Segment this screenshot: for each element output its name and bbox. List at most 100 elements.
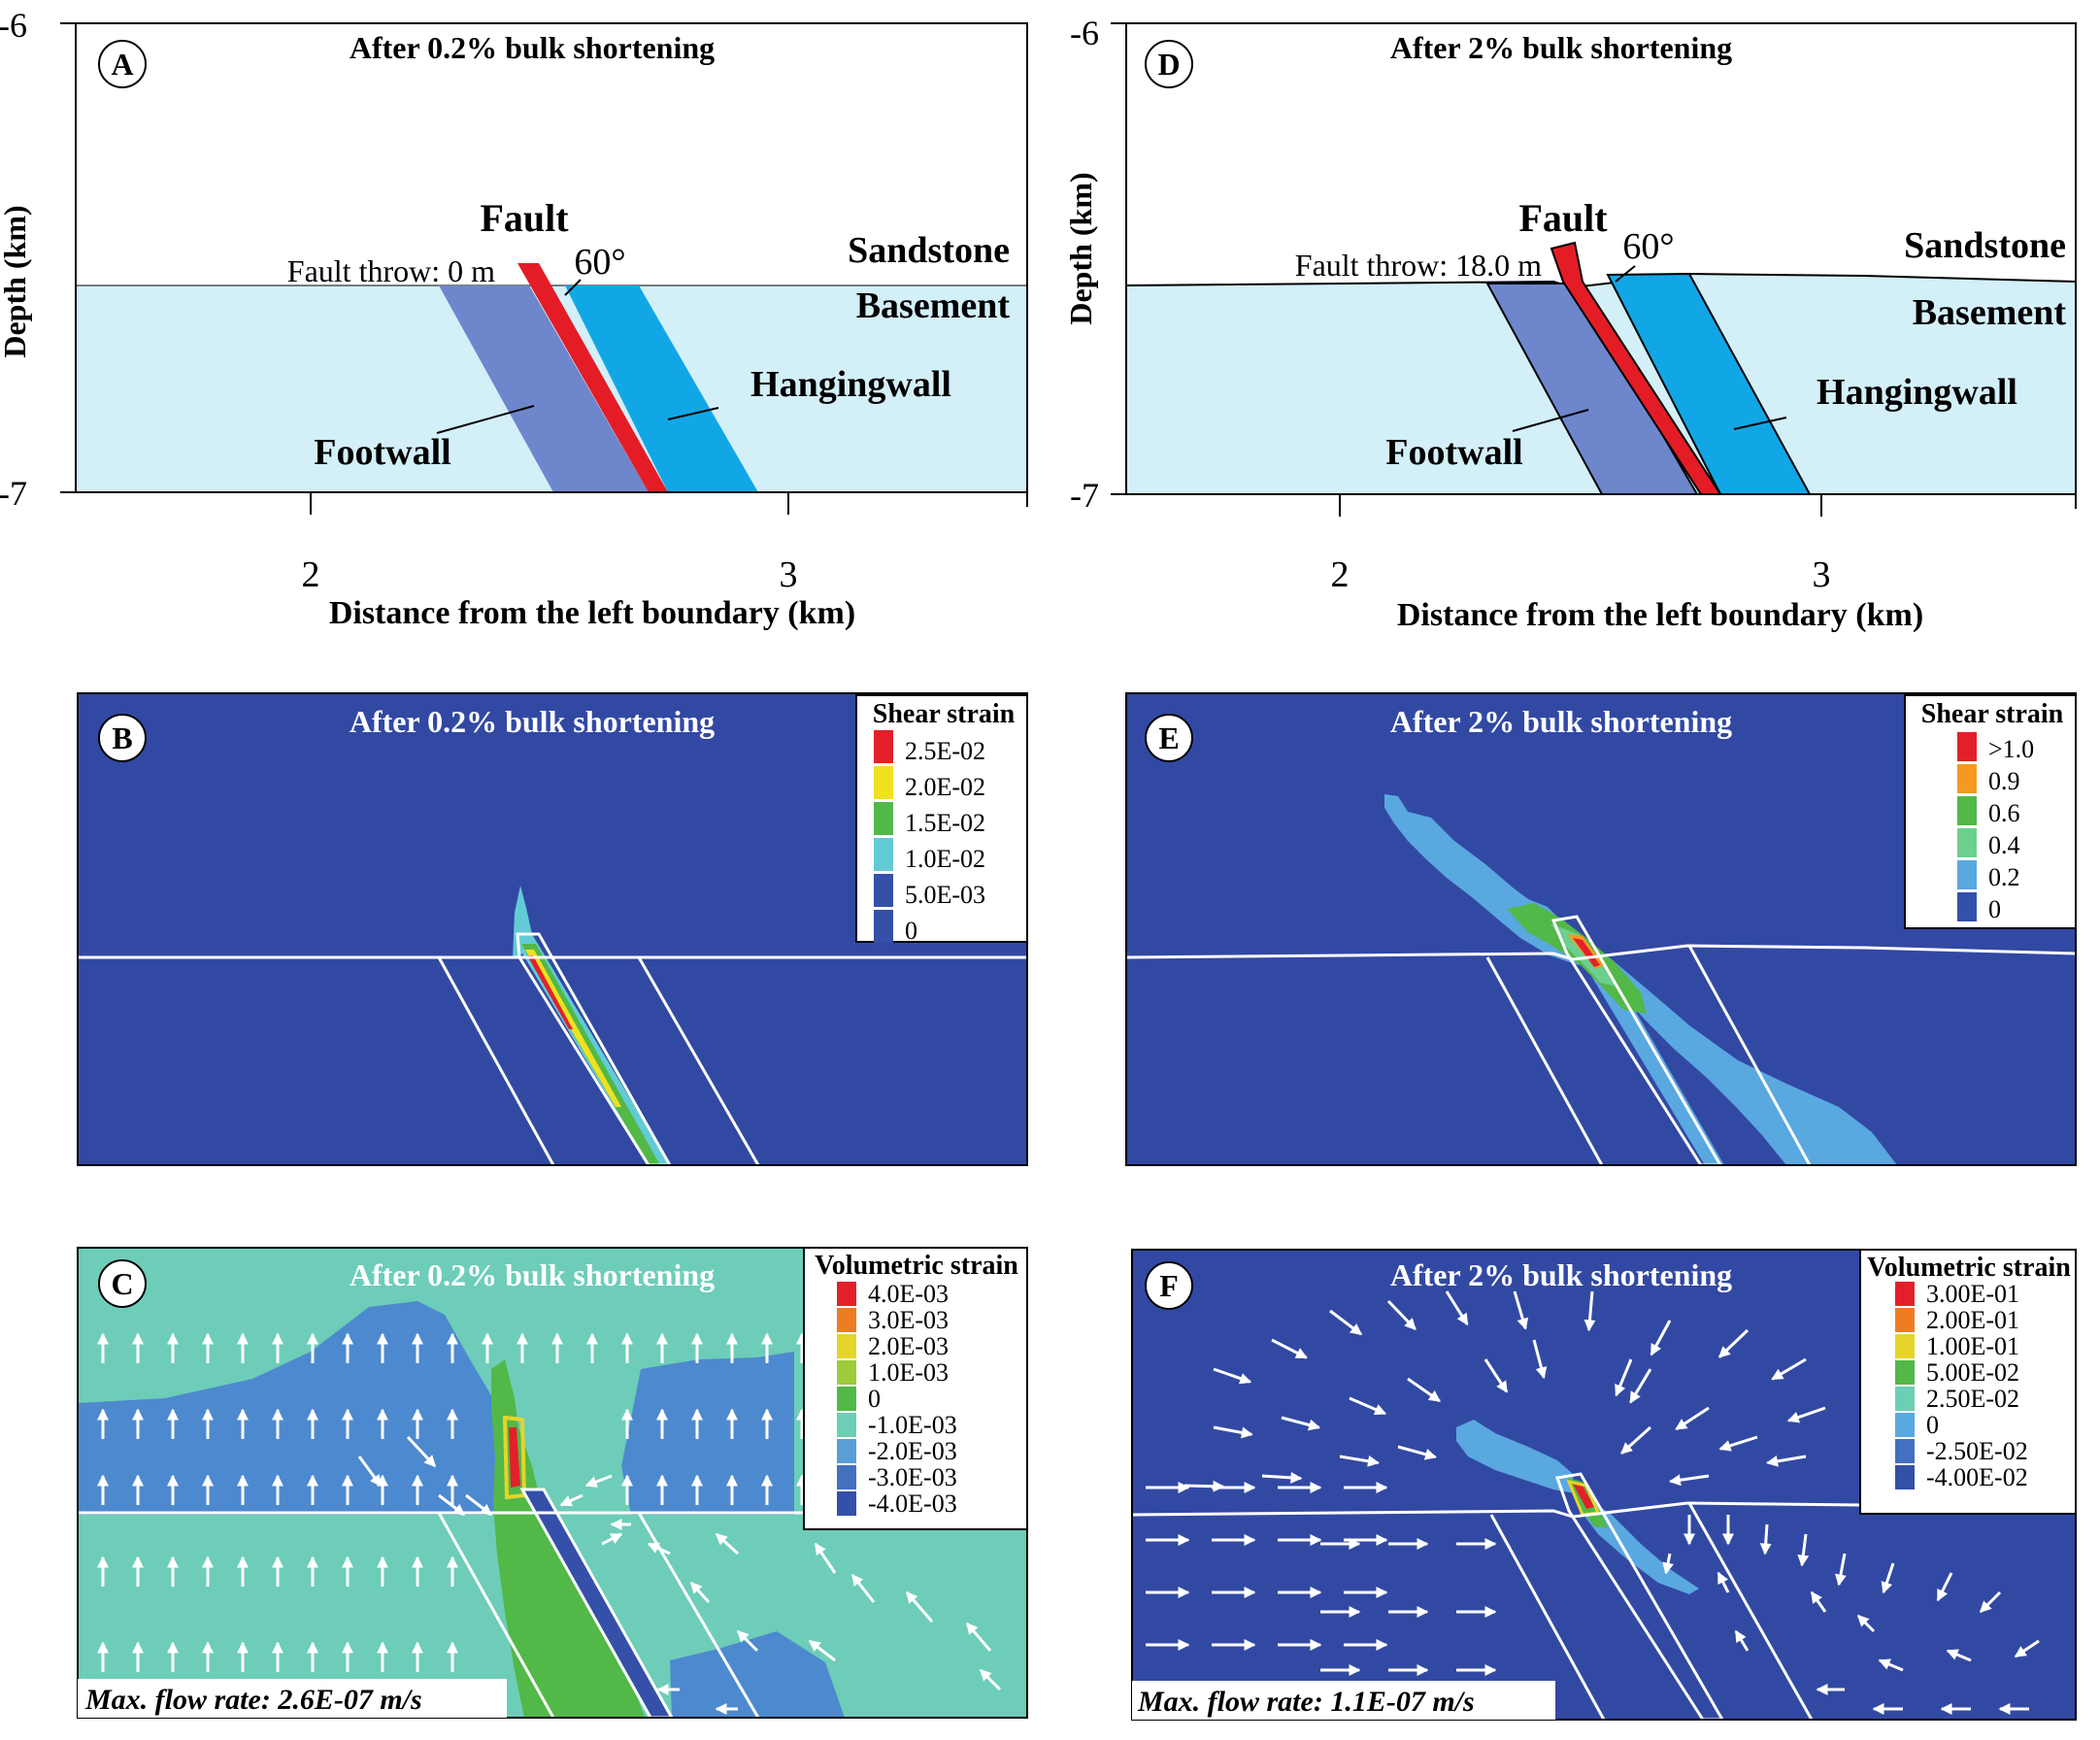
flow-arrow	[1329, 1309, 1363, 1336]
panel-e-letter-circle	[1145, 714, 1193, 762]
angle-label: 60°	[574, 242, 625, 283]
legend-swatch	[874, 766, 893, 799]
legend-label: -2.50E-02	[1926, 1437, 2028, 1465]
compaction-zone-right-lower	[670, 1631, 845, 1718]
legend-label: 1.00E-01	[1926, 1332, 2019, 1360]
flow-arrow	[1936, 1572, 1953, 1602]
x-axis-label: Distance from the left boundary (km)	[1397, 597, 1923, 633]
legend-swatch	[837, 1334, 856, 1358]
panel-a-border	[75, 22, 1028, 493]
footwall-outline	[437, 1512, 555, 1718]
legend-swatch	[1895, 1360, 1915, 1385]
legend-label: 0	[868, 1385, 881, 1413]
x-tick-label-3: 3	[780, 554, 798, 595]
legend-swatch	[837, 1282, 856, 1306]
legend-label: 0	[1926, 1411, 1939, 1439]
legend-swatch	[874, 802, 893, 835]
flow-arrow	[1407, 1377, 1442, 1403]
legend-swatch	[1895, 1439, 1915, 1463]
flow-arrow	[979, 1668, 1002, 1691]
hangingwall-outline	[637, 956, 760, 1165]
legend-swatch	[874, 730, 893, 763]
flow-arrow	[1445, 1290, 1469, 1326]
footwall-outline	[1489, 1514, 1606, 1720]
legend-swatch	[1957, 796, 1977, 825]
panel-a-letter-circle	[98, 40, 147, 88]
legend-label: -4.0E-03	[868, 1489, 957, 1518]
flow-arrow	[1856, 1614, 1876, 1633]
legend-label: 0.9	[1988, 767, 2020, 795]
fault-throw-label: Fault throw: 0 m	[287, 253, 495, 288]
legend-label: 2.5E-02	[905, 737, 985, 765]
flow-arrow	[465, 1493, 493, 1517]
legend-swatch	[874, 910, 893, 943]
legend-label: 0	[1988, 895, 2001, 923]
flow-arrow	[689, 1581, 711, 1604]
panel-b-letter-circle	[98, 714, 147, 762]
flow-arrow	[1261, 1471, 1303, 1484]
flow-arrow	[1718, 1435, 1758, 1452]
panel-c-legend: Volumetric strain 4.0E-033.0E-032.0E-031…	[803, 1247, 1028, 1530]
y-axis-label: Depth (km)	[0, 205, 32, 357]
basement-label: Basement	[1913, 292, 2067, 333]
legend-swatch	[1957, 860, 1977, 889]
legend-label: 1.0E-03	[868, 1358, 949, 1387]
footwall-leader	[436, 405, 535, 434]
panel-b-legend: Shear strain 2.5E-022.0E-021.5E-021.0E-0…	[855, 694, 1028, 945]
legend-label: 5.0E-03	[905, 881, 985, 909]
legend-swatch	[837, 1413, 856, 1437]
legend-title: Shear strain	[873, 699, 1016, 729]
panel-d-letter-circle	[1145, 40, 1193, 88]
panel-a: A After 0.2% bulk shortening Fault 60° F…	[0, 6, 1028, 631]
panel-f-letter-circle	[1145, 1261, 1193, 1310]
hangingwall-leader	[1733, 417, 1787, 430]
footwall-block	[439, 285, 649, 492]
panel-d-letter: D	[1157, 47, 1180, 82]
legend-swatch	[1895, 1387, 1915, 1411]
legend-box	[1904, 694, 2077, 929]
panel-d-title: After 2% bulk shortening	[1390, 30, 1732, 65]
flow-arrow	[1629, 1368, 1652, 1404]
hangingwall-block	[565, 285, 758, 492]
flow-arrow	[1183, 1480, 1225, 1492]
flow-arrow	[1810, 1590, 1827, 1613]
flow-arrow	[736, 1629, 759, 1653]
panel-c: C After 0.2% bulk shortening Max. flow r…	[77, 1247, 1028, 1719]
panel-f: F After 2% bulk shortening Max. flow rat…	[1131, 1249, 2077, 1721]
fault-outline	[1550, 915, 1722, 1165]
flow-arrow	[1483, 1358, 1509, 1393]
flow-arrow	[1620, 1425, 1652, 1455]
shear-zone-lower-lobe	[1573, 932, 1897, 1165]
panel-a-title: After 0.2% bulk shortening	[350, 30, 715, 65]
flow-arrow	[808, 1639, 836, 1662]
legend-label: -3.0E-03	[868, 1463, 957, 1491]
flow-arrow	[1675, 1406, 1710, 1431]
flow-arrow	[601, 1532, 623, 1546]
legend-swatch	[1957, 828, 1977, 857]
panel-e-title: After 2% bulk shortening	[1390, 704, 1732, 739]
legend-label: 4.0E-03	[868, 1280, 949, 1308]
flow-arrow	[357, 1456, 383, 1488]
flow-arrow	[1513, 1290, 1529, 1330]
legend-label: 3.00E-01	[1926, 1280, 2019, 1308]
legend-swatch	[874, 874, 893, 907]
legend-label: -4.00E-02	[1926, 1463, 2028, 1491]
dilation-zone-upper	[1456, 1420, 1575, 1493]
dilation-peak	[509, 1427, 520, 1488]
panel-b-title: After 0.2% bulk shortening	[350, 704, 715, 739]
flow-arrow	[1835, 1553, 1847, 1587]
legend-swatch	[1957, 764, 1977, 793]
flow-arrow	[2014, 1639, 2040, 1658]
y-tick-label-bottom: -7	[1070, 476, 1099, 515]
shear-zone-red	[1573, 938, 1600, 967]
y-tick-label-bottom: -7	[0, 474, 27, 513]
flow-arrow	[1786, 1406, 1826, 1423]
fault-zone	[517, 263, 668, 492]
legend-title: Shear strain	[1921, 699, 2064, 729]
flow-arrow	[1771, 1357, 1807, 1381]
panel-d-border	[1125, 22, 2077, 495]
legend-swatch	[874, 838, 893, 871]
legend-label: >1.0	[1988, 735, 2034, 763]
legend-swatch	[837, 1439, 856, 1463]
